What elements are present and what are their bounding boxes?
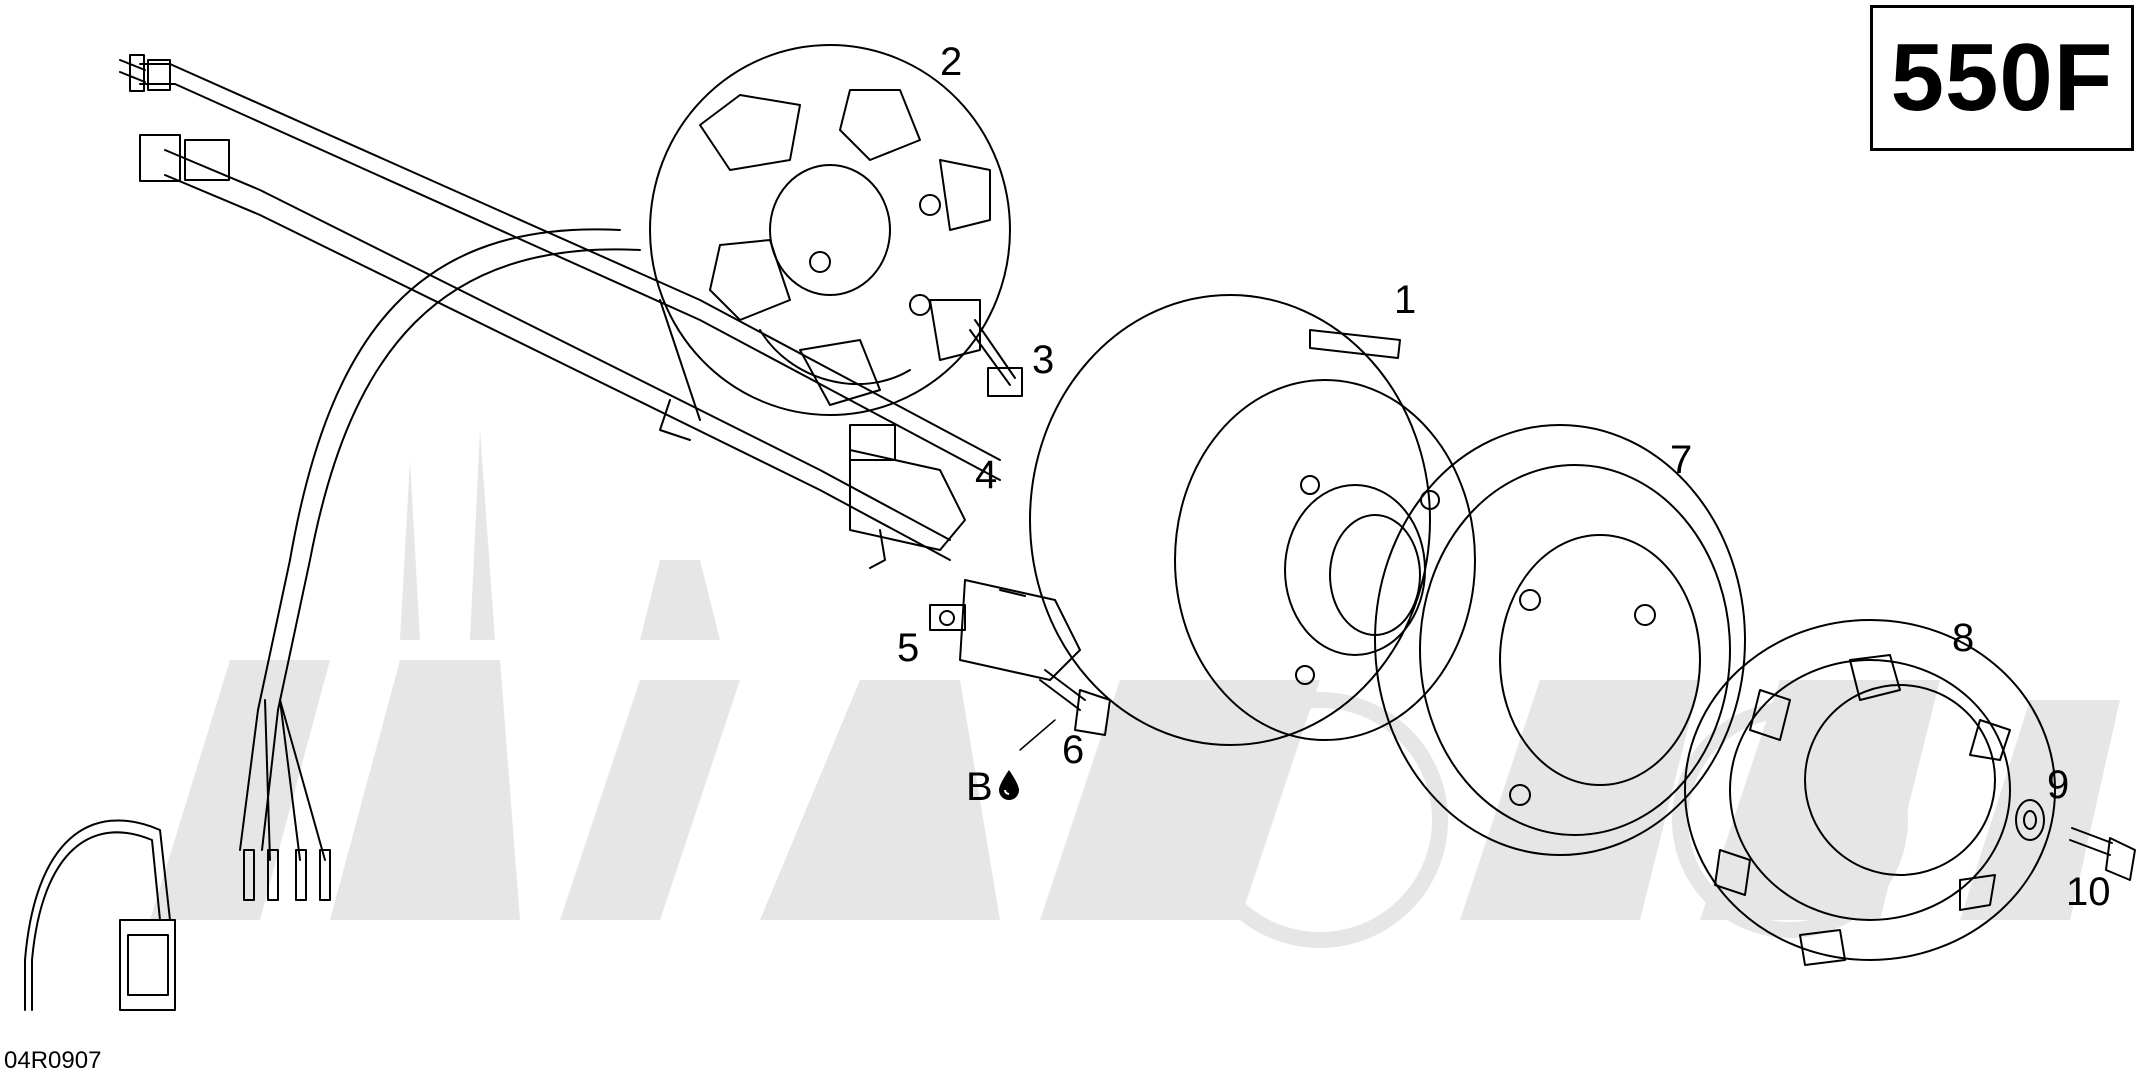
lubricant-note: B <box>966 765 1021 810</box>
washer <box>2015 799 2045 841</box>
stator <box>649 44 1011 441</box>
lubricant-letter: B <box>966 765 993 809</box>
drop-icon <box>997 765 1021 810</box>
callout-8: 8 <box>1952 616 1975 660</box>
callout-1: 1 <box>1394 278 1417 322</box>
screw-3 <box>969 319 1023 397</box>
model-label: 550F <box>1890 24 2114 131</box>
trigger-coil <box>849 424 966 569</box>
callout-4: 4 <box>975 453 998 497</box>
screw-6 <box>1039 669 1111 736</box>
watermark <box>150 430 2120 920</box>
screw-10 <box>2069 827 2136 881</box>
callout-3: 3 <box>1032 338 1055 382</box>
callout-9: 9 <box>2047 763 2070 807</box>
callout-7: 7 <box>1670 438 1693 482</box>
starter-ring <box>1374 424 1746 856</box>
model-label-box: 550F <box>1870 5 2134 151</box>
callout-2: 2 <box>940 40 963 84</box>
stator-cover <box>1684 619 2056 966</box>
callout-6: 6 <box>1062 728 1085 772</box>
callout-10: 10 <box>2066 870 2111 914</box>
sensor <box>929 579 1081 681</box>
leader-lines <box>1019 719 1056 751</box>
drawing-code: 04R0907 <box>4 1047 102 1074</box>
callout-5: 5 <box>897 626 920 670</box>
flywheel <box>1029 294 1476 746</box>
watermark-wheel <box>1192 692 1908 948</box>
